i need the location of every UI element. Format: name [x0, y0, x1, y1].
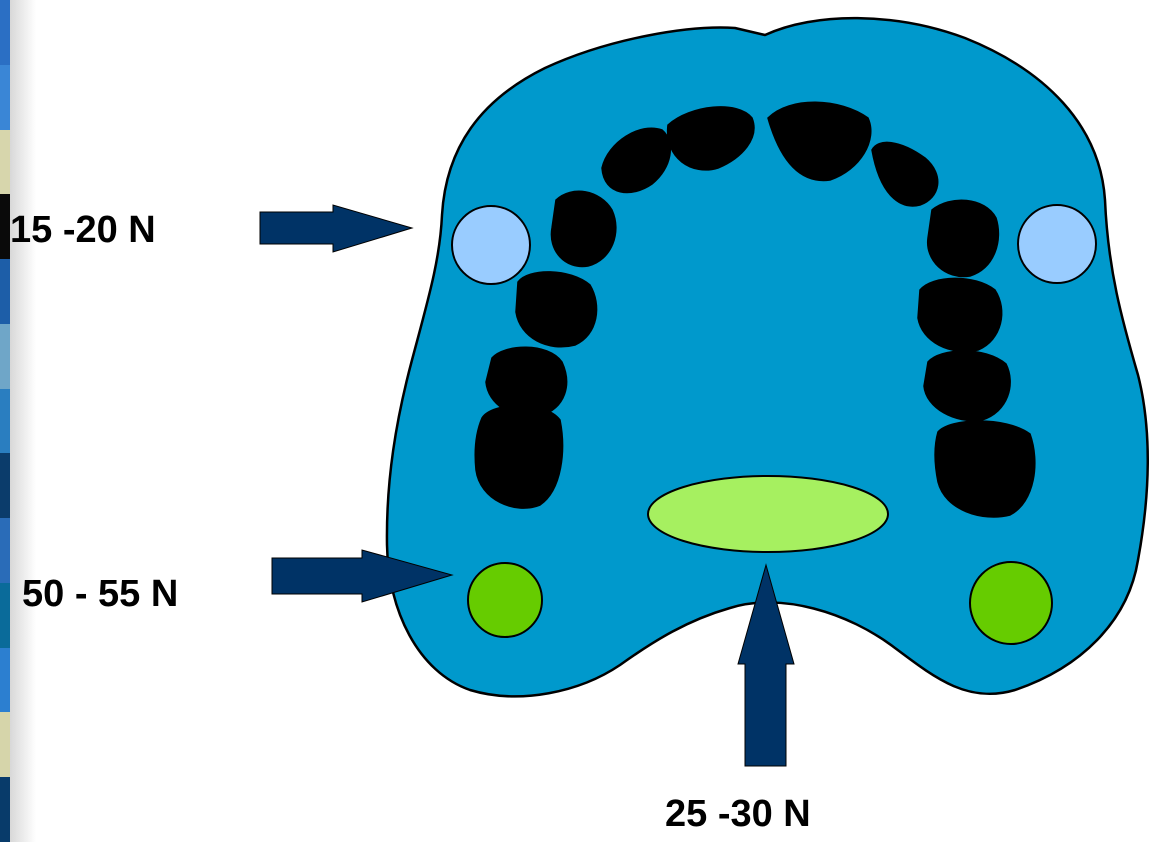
tooth	[475, 406, 562, 509]
tooth	[928, 200, 999, 276]
tooth	[551, 191, 615, 266]
upper-force-label: 15 -20 N	[10, 211, 156, 249]
upper-left-circle	[452, 206, 530, 284]
lower-left-circle	[468, 563, 542, 637]
upper-right-circle	[1018, 205, 1096, 283]
tooth	[516, 272, 597, 347]
lower-force-label: 50 - 55 N	[22, 575, 178, 613]
tooth	[918, 278, 1002, 351]
bottom-force-label: 25 -30 N	[665, 795, 811, 833]
upper-force-arrow	[260, 205, 412, 252]
tooth	[935, 421, 1035, 517]
center-oval	[648, 476, 888, 552]
lower-right-circle	[970, 562, 1052, 644]
